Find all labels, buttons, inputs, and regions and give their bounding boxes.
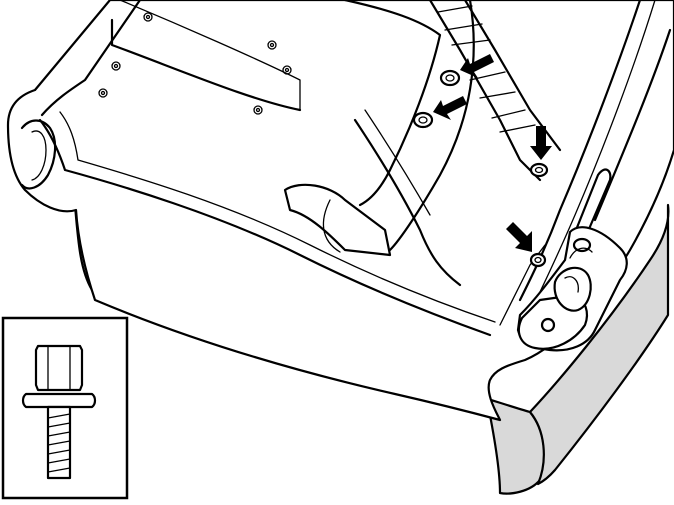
stud: [111, 61, 121, 71]
arrow-hinge-bolt: [506, 222, 532, 252]
cushion-shell-right: [528, 203, 670, 486]
front-block-face: [322, 199, 341, 253]
center-channel: [343, 0, 442, 207]
hinge-bushing-detail: [564, 247, 593, 293]
flange-head-bolt-icon: [21, 344, 97, 480]
frame-curl-inner: [31, 130, 47, 181]
arrow-middle-bolt: [433, 96, 467, 120]
stud: [145, 14, 151, 20]
front-block: [283, 183, 392, 257]
frame-rail-inner: [59, 111, 496, 323]
hinge-plate-edge: [499, 244, 546, 326]
side-bracket-strip: [428, 0, 542, 182]
hinge-bushing: [553, 266, 592, 312]
stud: [269, 42, 275, 48]
stud: [253, 105, 263, 115]
arrow-center-bolt: [530, 126, 552, 160]
center-channel-right: [388, 0, 475, 252]
bolt-hinge: [529, 252, 547, 268]
bolt-head: [34, 344, 84, 392]
angled-support: [353, 118, 462, 287]
bolt-center: [529, 162, 549, 178]
bolt-middle: [412, 111, 434, 129]
side-rail-mid: [539, 0, 656, 293]
stud: [100, 90, 106, 96]
arrow-upper-bolt: [460, 54, 494, 78]
side-rail-inner: [593, 28, 672, 222]
bolt-upper: [439, 69, 461, 87]
hinge-rivet: [572, 237, 592, 253]
stud: [282, 65, 292, 75]
frame-inner-edge: [40, 0, 142, 117]
frame-curl: [20, 119, 57, 190]
stud: [267, 40, 277, 50]
side-rail-outer: [518, 0, 642, 302]
stud: [284, 67, 290, 73]
stud: [143, 12, 153, 22]
side-bracket-ticks: [437, 5, 536, 133]
bolt-thread: [47, 413, 71, 473]
frame-rail: [38, 118, 492, 337]
stud: [98, 88, 108, 98]
pan-studs: [98, 12, 292, 115]
bolt-flange: [21, 392, 97, 409]
hinge-pivot-hole: [540, 317, 556, 333]
seat-pan-plate: [110, 18, 302, 112]
angled-support-inner: [364, 109, 431, 216]
stud: [113, 63, 119, 69]
stud: [255, 107, 261, 113]
